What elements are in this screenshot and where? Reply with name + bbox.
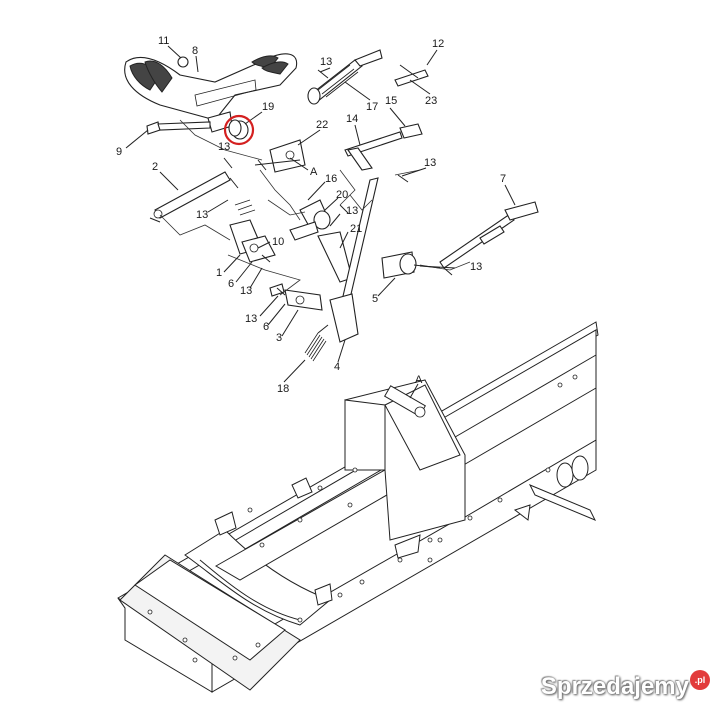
callout-16: 16 [325, 173, 337, 185]
callout-3: 3 [276, 332, 282, 344]
callout-1: 1 [216, 267, 222, 279]
callout-labels: 11 8 12 13 17 23 19 15 22 14 9 13 A 13 2… [116, 35, 506, 395]
callout-13d: 13 [346, 205, 358, 217]
callout-14: 14 [346, 113, 358, 125]
callout-6: 6 [228, 278, 234, 290]
callout-13c: 13 [424, 157, 436, 169]
callout-13: 13 [320, 56, 332, 68]
callout-11: 11 [158, 35, 169, 47]
callout-15: 15 [385, 95, 397, 107]
callout-4: 4 [334, 361, 340, 373]
callout-13h: 13 [245, 313, 257, 325]
leader-lines [125, 45, 516, 399]
callout-6b: 6 [263, 321, 269, 333]
callout-7: 7 [500, 173, 506, 185]
watermark-logo: Sprzedajemy .pl [540, 670, 710, 702]
callout-9: 9 [116, 146, 122, 158]
watermark-text: Sprzedajemy [540, 673, 689, 700]
callout-13e: 13 [196, 209, 208, 221]
callout-17: 17 [366, 101, 378, 113]
callout-20: 20 [336, 189, 348, 201]
callout-19: 19 [262, 101, 274, 113]
watermark-badge: .pl [690, 670, 710, 690]
ring-11 [177, 56, 189, 68]
frame-holes [147, 374, 578, 663]
callout-A: A [310, 166, 318, 178]
callout-2: 2 [152, 161, 158, 173]
callout-13f: 13 [240, 285, 252, 297]
callout-12: 12 [432, 38, 444, 50]
callout-22: 22 [316, 119, 328, 131]
callout-A2: A [415, 374, 423, 386]
callout-10: 10 [272, 236, 284, 248]
brake-pedal-assembly [124, 49, 539, 362]
callout-18: 18 [277, 383, 289, 395]
callout-23: 23 [425, 95, 437, 107]
callout-8: 8 [192, 45, 198, 57]
callout-21: 21 [350, 223, 362, 235]
callout-13g: 13 [470, 261, 482, 273]
callout-13b: 13 [218, 141, 230, 153]
highlight-circle [223, 114, 255, 146]
callout-5: 5 [372, 293, 378, 305]
chassis-frame [117, 321, 599, 693]
